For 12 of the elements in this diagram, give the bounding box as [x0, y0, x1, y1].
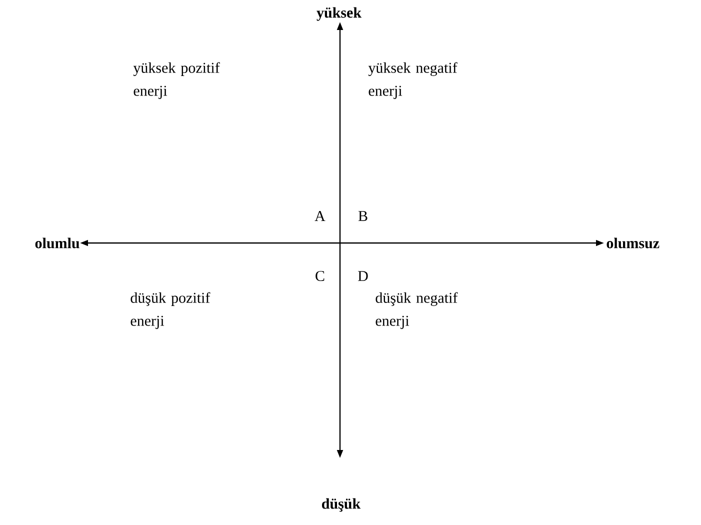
axis-label: olumlu: [35, 238, 80, 248]
quadrant-label: yüksek pozitif enerji: [133, 62, 220, 99]
quadrant-letter: B: [358, 211, 368, 221]
quadrant-letter: C: [316, 270, 324, 282]
axis-label: yüksek: [316, 7, 362, 21]
axis-label: düşük: [322, 498, 361, 512]
quadrant-label: düşük pozitif enerji: [130, 292, 210, 329]
axis-label: olumsuz: [606, 238, 660, 248]
quadrant-label: yüksek negatif enerji: [368, 62, 458, 99]
quadrant-label: düşük negatif enerji: [376, 292, 458, 329]
quadrant-letter: D: [358, 271, 368, 281]
quadrant-letter: A: [314, 211, 326, 221]
